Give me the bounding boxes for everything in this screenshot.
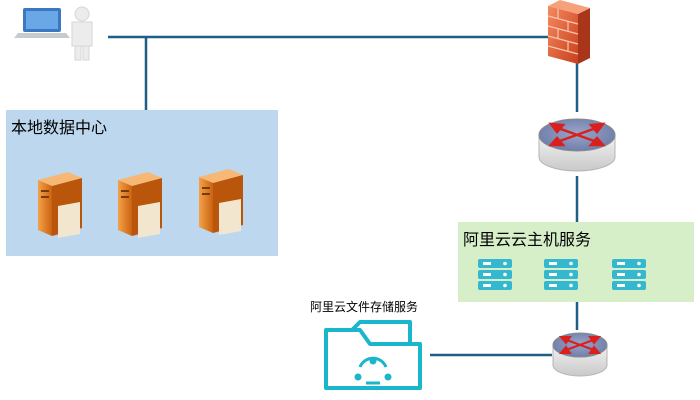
connection-lines bbox=[108, 35, 579, 357]
server-icon bbox=[199, 169, 243, 235]
server-icon bbox=[612, 259, 646, 290]
router-icon bbox=[552, 332, 608, 377]
server-icon bbox=[118, 172, 162, 238]
firewall-icon bbox=[547, 0, 590, 64]
local-dc-label: 本地数据中心 bbox=[11, 118, 107, 137]
router-icon bbox=[538, 118, 616, 172]
laptop-icon bbox=[14, 8, 70, 38]
folder-share-icon bbox=[324, 320, 422, 390]
user-icon bbox=[71, 6, 93, 61]
oss-label: 阿里云文件存储服务 bbox=[310, 299, 418, 314]
server-icon bbox=[544, 259, 578, 290]
server-icon bbox=[478, 259, 512, 290]
ecs-label: 阿里云云主机服务 bbox=[463, 230, 591, 249]
server-icon bbox=[38, 172, 82, 238]
